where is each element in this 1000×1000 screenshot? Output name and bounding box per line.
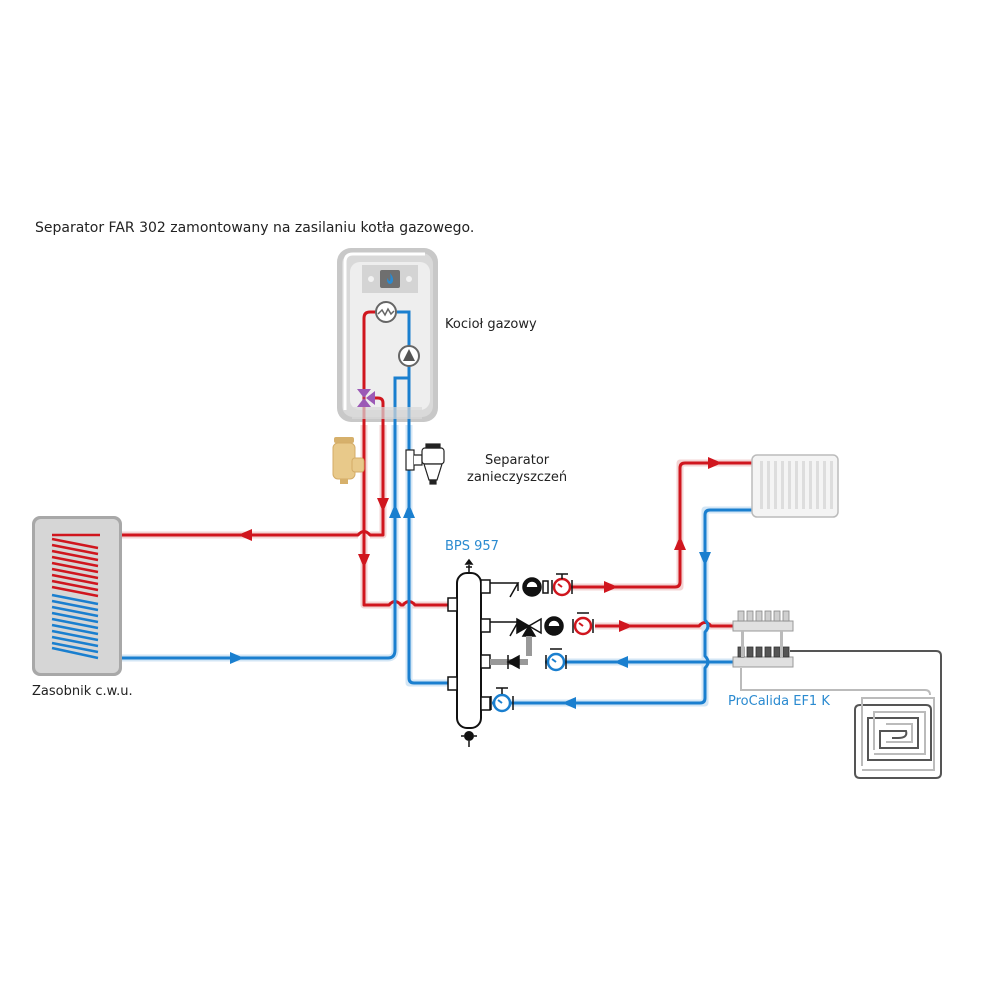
return-coil-turn: [51, 629, 99, 642]
dirt-separator-far-302: [332, 437, 365, 484]
return-group-floor: [490, 648, 567, 672]
radiator-fin: [816, 461, 819, 509]
pipe-dhw-supply: [100, 420, 385, 537]
return-coil-turn: [51, 611, 99, 624]
supply-coil-turn: [51, 537, 99, 550]
radiator-fin: [774, 461, 777, 509]
manifold-port-return: [782, 646, 790, 658]
radiator-fin: [830, 461, 833, 509]
supply-coil-turn: [51, 561, 99, 574]
hot-water-tank: [32, 516, 122, 676]
pipe-boiler-return: [407, 420, 455, 685]
dirt-separator-label-line1: Separator: [484, 453, 550, 468]
manifold-port-return: [764, 646, 772, 658]
drain-valve-icon: [461, 731, 477, 747]
supply-coil-turn: [51, 543, 99, 556]
manifold-port-supply: [746, 610, 754, 622]
gas-boiler: [337, 248, 438, 422]
radiator-fin: [795, 461, 798, 509]
radiator-fin: [788, 461, 791, 509]
manifold-port-return: [755, 646, 763, 658]
radiator-fin: [760, 461, 763, 509]
boiler-label: Kocioł gazowy: [445, 317, 537, 332]
return-coil-turn: [51, 599, 99, 612]
three-way-valve-icon: [357, 389, 375, 407]
manifold-port-supply: [755, 610, 763, 622]
pump-group-floor: [490, 612, 594, 656]
return-coil-turn: [51, 635, 99, 648]
radiator: [751, 454, 839, 518]
flame-icon: [387, 273, 394, 284]
manifold-port-supply: [782, 610, 790, 622]
heat-exchanger-icon: [375, 301, 397, 323]
pump-group-radiator: [490, 573, 573, 598]
pipe-dhw-return: [100, 420, 397, 660]
supply-coil-turn: [51, 549, 99, 562]
diagram-title: Separator FAR 302 zamontowany na zasilan…: [35, 220, 475, 236]
coil-outlet: [51, 646, 99, 660]
pipe-radiator-return: [492, 508, 752, 705]
tank-label: Zasobnik c.w.u.: [32, 684, 133, 699]
floor-heating-loop: [740, 650, 942, 779]
floor-heating-manifold: [732, 610, 794, 668]
manifold-label: ProCalida EF1 K: [728, 694, 830, 709]
ball-valve-icon: [572, 612, 594, 636]
return-coil-turn: [51, 641, 99, 654]
radiator-fin: [781, 461, 784, 509]
pipe-floor-supply: [595, 621, 733, 628]
manifold-port-supply: [764, 610, 772, 622]
return-coil-turn: [51, 605, 99, 618]
ball-valve-icon: [551, 573, 573, 597]
pipe-radiator-supply: [555, 461, 752, 589]
radiator-fin: [809, 461, 812, 509]
return-coil-turn: [51, 623, 99, 636]
flow-arrows: [230, 457, 722, 709]
ball-valve-icon: [545, 648, 567, 672]
manifold-port-supply: [737, 610, 745, 622]
return-coil-turn: [51, 617, 99, 630]
dirt-separator-label-line2: zanieczyszczeń: [467, 470, 568, 485]
manifold-port-return: [746, 646, 754, 658]
radiator-fin: [823, 461, 826, 509]
manifold-port-supply: [773, 610, 781, 622]
supply-coil-turn: [51, 585, 99, 598]
radiator-fin: [767, 461, 770, 509]
pump-icon: [398, 345, 420, 367]
radiator-fin: [802, 461, 805, 509]
hydraulic-separator-bps-957: [447, 558, 491, 747]
return-coil-turn: [51, 593, 99, 606]
supply-coil-turn: [51, 567, 99, 580]
manifold-port-return: [773, 646, 781, 658]
pipe-boiler-supply-to-bps: [362, 420, 455, 607]
supply-coil-turn: [51, 573, 99, 586]
dirt-separator-label: Separator zanieczyszczeń: [467, 452, 567, 486]
supply-coil-turn: [51, 579, 99, 592]
return-valve-radiator: [490, 687, 514, 713]
hydraulic-separator-label: BPS 957: [445, 539, 499, 554]
supply-coil-turn: [51, 555, 99, 568]
air-separator: [405, 443, 445, 485]
